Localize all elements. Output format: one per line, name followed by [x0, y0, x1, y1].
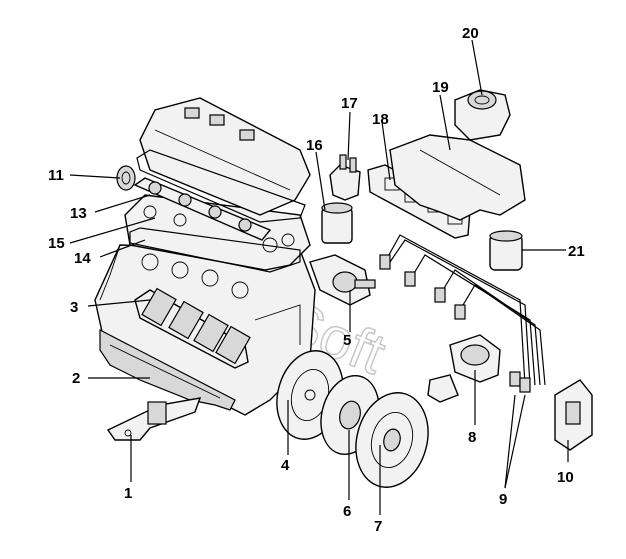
engine-mount-bracket — [106, 397, 202, 441]
callout-8: 8 — [468, 429, 476, 446]
callout-10: 10 — [557, 469, 574, 486]
callout-7: 7 — [374, 518, 382, 535]
head-gasket — [129, 227, 301, 273]
distributor — [427, 334, 501, 403]
callout-17: 17 — [341, 95, 358, 112]
starter-motor — [309, 254, 376, 306]
camshaft — [133, 177, 272, 241]
canister — [489, 230, 523, 271]
ignition-coil — [554, 379, 593, 451]
callout-labels: 1 2 3 4 5 6 7 8 9 10 11 13 14 15 16 17 1… — [48, 25, 585, 535]
intake-manifold — [389, 134, 526, 221]
callout-11: 11 — [48, 167, 64, 184]
callout-5: 5 — [343, 332, 351, 349]
oil-filter — [321, 202, 353, 244]
ignition-leads — [379, 234, 546, 393]
camshaft-seal — [116, 165, 136, 191]
callout-3: 3 — [70, 299, 78, 316]
callout-14: 14 — [74, 250, 91, 267]
valve-cover-gasket — [136, 149, 306, 223]
leader-lines — [69, 39, 569, 515]
callout-2: 2 — [72, 370, 80, 387]
crankshaft — [134, 287, 251, 369]
callout-18: 18 — [372, 111, 389, 128]
callout-15: 15 — [48, 235, 65, 252]
callout-4: 4 — [281, 457, 290, 474]
callout-13: 13 — [70, 205, 87, 222]
callout-6: 6 — [343, 503, 351, 520]
callout-9: 9 — [499, 491, 507, 508]
pressure-plate — [355, 392, 429, 488]
throttle-body — [454, 89, 511, 141]
callout-16: 16 — [306, 137, 323, 154]
callout-1: 1 — [124, 485, 132, 502]
callout-21: 21 — [568, 243, 585, 260]
callout-19: 19 — [432, 79, 449, 96]
sensor-17 — [329, 154, 361, 201]
callout-20: 20 — [462, 25, 479, 42]
valve-cover — [139, 97, 311, 216]
